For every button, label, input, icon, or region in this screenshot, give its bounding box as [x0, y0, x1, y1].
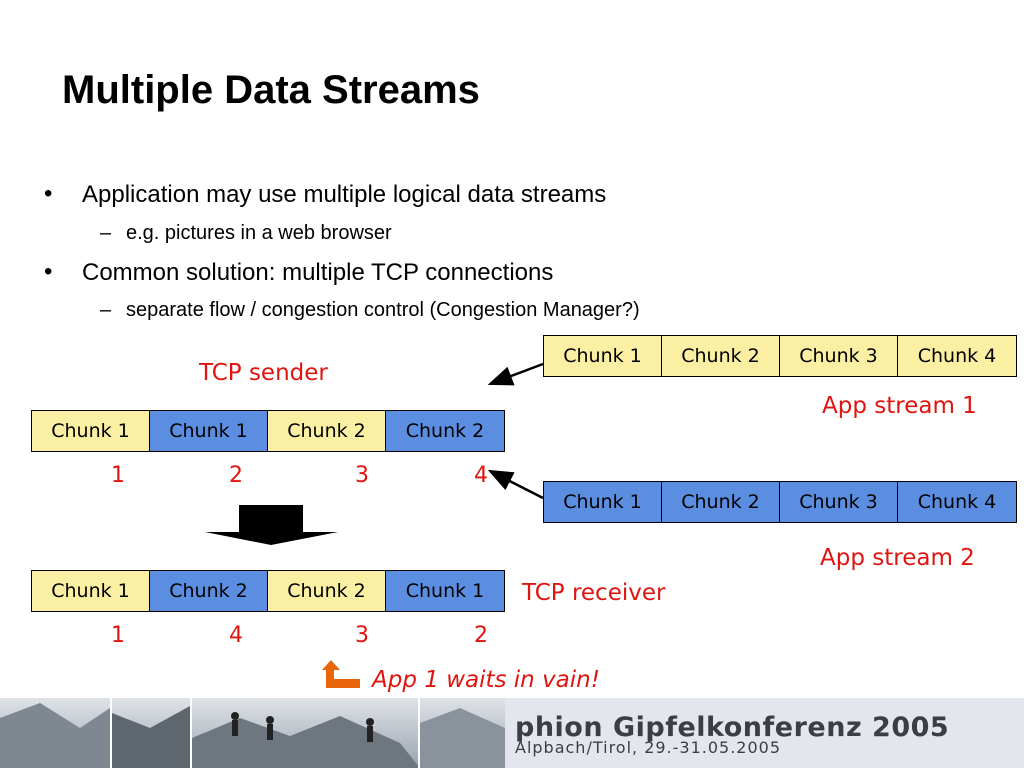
- app-stream-1-chunks: Chunk 1 Chunk 2 Chunk 3 Chunk 4: [543, 335, 1017, 377]
- app-stream-2-label: App stream 2: [820, 545, 975, 571]
- receiver-chunk: Chunk 1: [32, 571, 150, 611]
- sender-sequence-number: 2: [229, 463, 243, 488]
- bullet-2-sub-text: separate flow / congestion control (Cong…: [126, 299, 640, 321]
- bullet-marker: •: [44, 180, 53, 207]
- slide-title: Multiple Data Streams: [62, 68, 480, 112]
- sender-sequence-number: 4: [474, 463, 488, 488]
- bent-arrow-icon: [322, 660, 360, 688]
- bullet-marker: •: [44, 258, 53, 285]
- sender-sequence-number: 3: [355, 463, 369, 488]
- app-stream-2-chunk: Chunk 3: [780, 482, 898, 522]
- bullet-2-text: Common solution: multiple TCP connection…: [82, 259, 554, 286]
- sender-sequence-number: 1: [111, 463, 125, 488]
- receiver-chunk: Chunk 2: [150, 571, 268, 611]
- sub-bullet-marker: –: [100, 222, 112, 244]
- tcp-receiver-chunks: Chunk 1 Chunk 2 Chunk 2 Chunk 1: [31, 570, 505, 612]
- mountain-photo-strip: [0, 698, 505, 768]
- footer-banner: phion Gipfelkonferenz 2005 Alpbach/Tirol…: [0, 698, 1024, 768]
- arrow-stream-2-to-sender: [487, 469, 544, 500]
- conference-title: phion Gipfelkonferenz 2005: [515, 712, 950, 743]
- receiver-chunk: Chunk 2: [268, 571, 386, 611]
- receiver-chunk: Chunk 1: [386, 571, 504, 611]
- sender-chunk: Chunk 1: [32, 411, 150, 451]
- bullet-1-sub-text: e.g. pictures in a web browser: [126, 222, 392, 244]
- sub-bullet-marker: –: [100, 299, 112, 321]
- app-stream-1-chunk: Chunk 1: [544, 336, 662, 376]
- receiver-sequence-number: 2: [474, 623, 488, 648]
- arrow-stream-1-to-sender: [487, 362, 544, 386]
- app-stream-2-chunk: Chunk 2: [662, 482, 780, 522]
- app-stream-2-chunk: Chunk 1: [544, 482, 662, 522]
- receiver-sequence-number: 4: [229, 623, 243, 648]
- bullet-1-text: Application may use multiple logical dat…: [82, 181, 607, 208]
- app-stream-2-chunk: Chunk 4: [898, 482, 1016, 522]
- app-stream-1-chunk: Chunk 3: [780, 336, 898, 376]
- tcp-sender-chunks: Chunk 1 Chunk 1 Chunk 2 Chunk 2: [31, 410, 505, 452]
- receiver-sequence-number: 3: [355, 623, 369, 648]
- app-stream-1-chunk: Chunk 2: [662, 336, 780, 376]
- app-waits-label: App 1 waits in vain!: [372, 667, 600, 693]
- sender-chunk: Chunk 1: [150, 411, 268, 451]
- conference-subtitle: Alpbach/Tirol, 29.-31.05.2005: [515, 738, 782, 757]
- down-arrow-icon: [205, 505, 338, 545]
- sender-chunk: Chunk 2: [386, 411, 504, 451]
- receiver-sequence-number: 1: [111, 623, 125, 648]
- tcp-receiver-label: TCP receiver: [522, 580, 666, 606]
- app-stream-1-chunk: Chunk 4: [898, 336, 1016, 376]
- sender-chunk: Chunk 2: [268, 411, 386, 451]
- app-stream-1-label: App stream 1: [822, 393, 977, 419]
- app-stream-2-chunks: Chunk 1 Chunk 2 Chunk 3 Chunk 4: [543, 481, 1017, 523]
- tcp-sender-label: TCP sender: [199, 360, 328, 386]
